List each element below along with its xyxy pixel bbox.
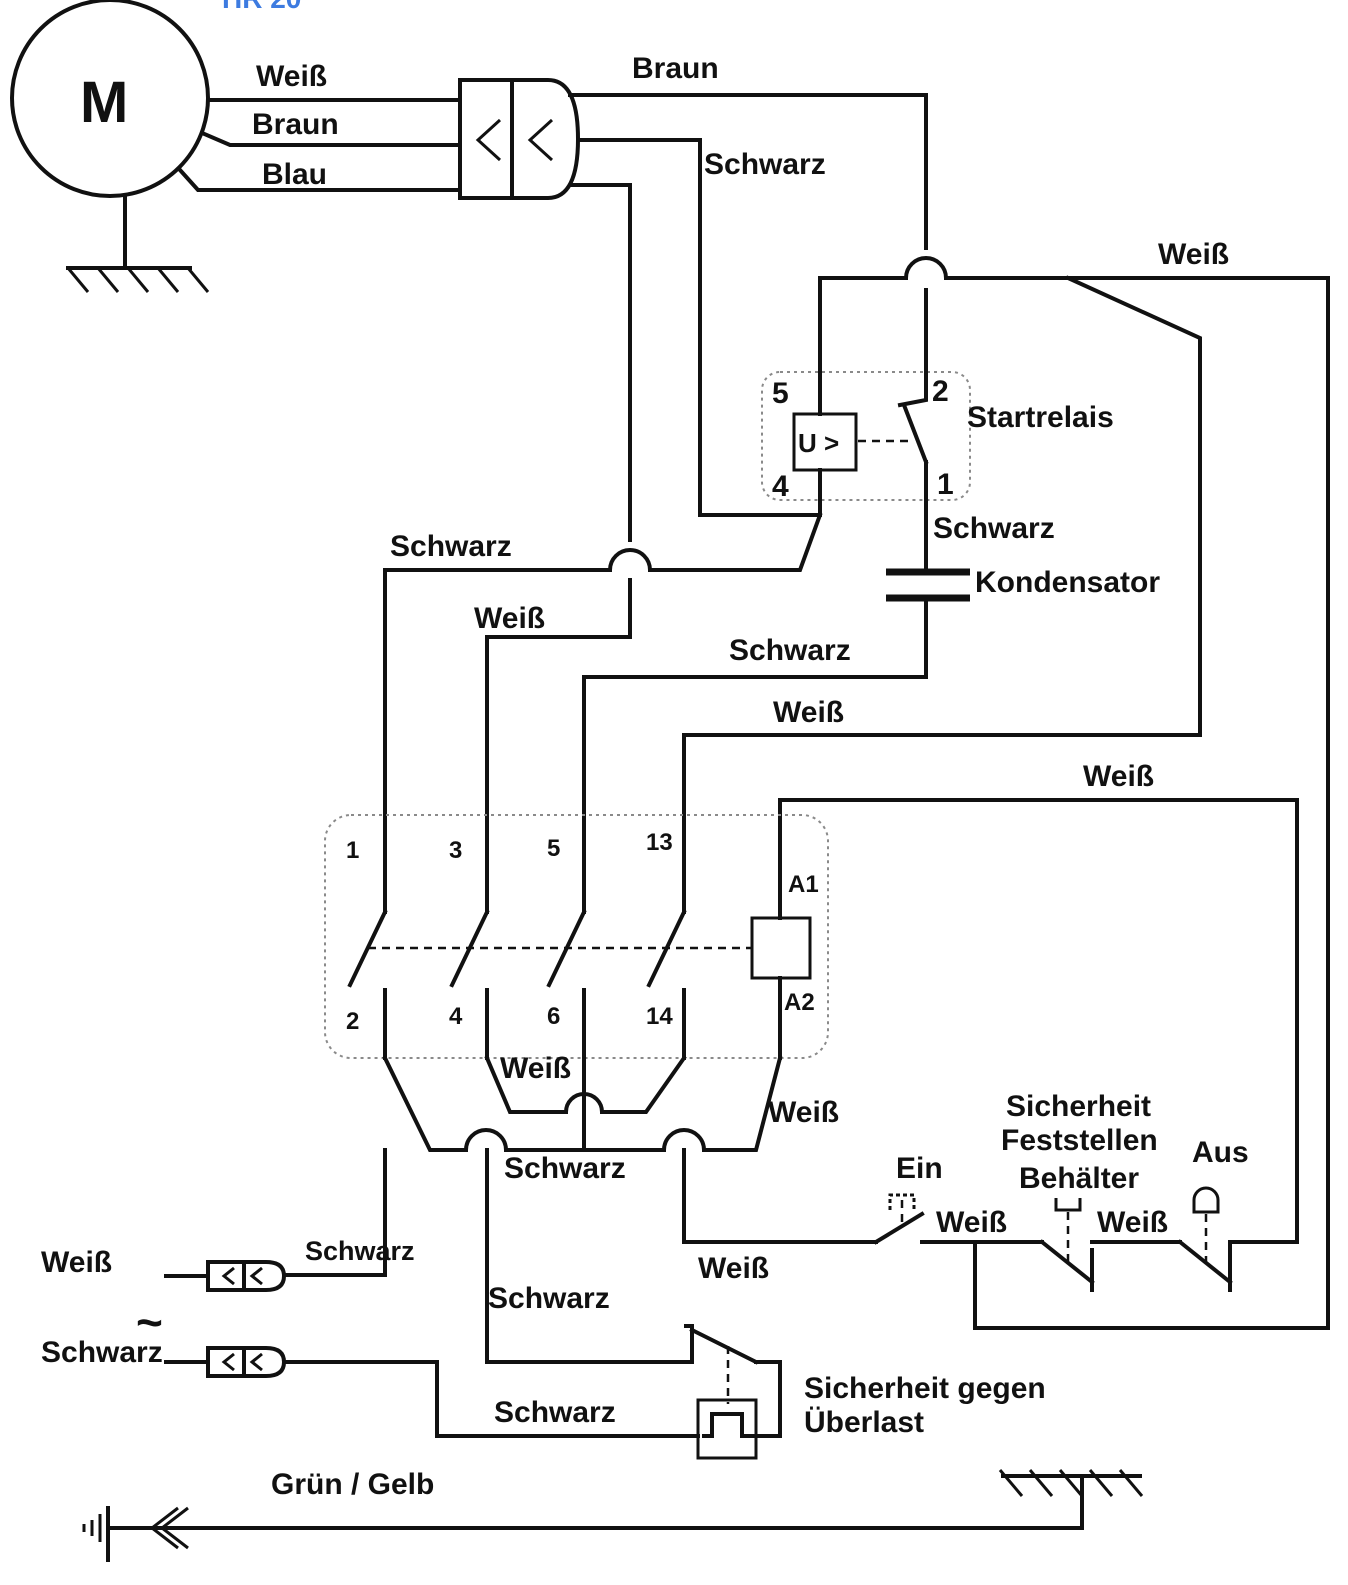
contactor-coil: [750, 916, 812, 980]
wire-weiss-mid-label: Weiß: [474, 602, 545, 635]
capacitor-label: Kondensator: [975, 566, 1160, 599]
relay-pin-5: 5: [772, 377, 789, 410]
contactor-coil-a2: A2: [784, 989, 815, 1016]
ground-wire-label: Grün / Gelb: [271, 1468, 434, 1501]
wire-schwarz-overload-out-label: Schwarz: [494, 1396, 616, 1429]
motor-plug-connector: [458, 78, 581, 200]
wire-schwarz-cap-label: Schwarz: [729, 634, 851, 667]
contactor-pin-14: 14: [646, 1003, 673, 1030]
wire-braun-top-label: Braun: [632, 52, 719, 85]
motor: M: [10, 0, 462, 293]
contactor-pin-1: 1: [346, 837, 359, 864]
earth-plug-icon: [82, 1506, 189, 1562]
contactor: [324, 814, 829, 1060]
wire-weiss-ein-in-label: Weiß: [698, 1252, 769, 1285]
wire-schwarz-bridge-label: Schwarz: [504, 1152, 626, 1185]
on-switch-button-icon: [888, 1193, 916, 1210]
supply-white-label: Weiß: [41, 1246, 112, 1279]
header-fragment: HR 20: [222, 0, 301, 14]
wire-weiss-ein-out-label: Weiß: [936, 1206, 1007, 1239]
wire-weiss-bottom-bridge-label: Weiß: [500, 1052, 571, 1085]
contactor-pin-2: 2: [346, 1008, 359, 1035]
wire-schwarz-relay-label: Schwarz: [933, 512, 1055, 545]
motor-wire-blue-label: Blau: [262, 158, 327, 191]
off-button-icon: [1192, 1186, 1220, 1214]
wire-schwarz-overload-in-label: Schwarz: [488, 1282, 610, 1315]
on-switch: [873, 1193, 925, 1245]
start-relay: U >: [761, 363, 971, 517]
safety-lock-icon: [1054, 1198, 1082, 1212]
capacitor: [886, 568, 970, 602]
motor-ground-icon: [66, 267, 210, 293]
wire-weiss-a1-label: Weiß: [1083, 760, 1154, 793]
overload-label-line2: Überlast: [804, 1406, 924, 1439]
contactor-coil-a1: A1: [788, 871, 819, 898]
contactor-pin-5: 5: [547, 835, 560, 862]
off-switch: [1177, 1186, 1233, 1292]
wire-schwarz-mid-left-label: Schwarz: [390, 530, 512, 563]
supply-black-label: Schwarz: [41, 1336, 163, 1369]
off-switch-label: Aus: [1192, 1136, 1249, 1169]
contactor-pin-6: 6: [547, 1003, 560, 1030]
contactor-pin-4: 4: [449, 1003, 463, 1030]
supply-plug-1: [206, 1260, 287, 1292]
chassis-ground-icon: [998, 1469, 1144, 1497]
relay-pin-2: 2: [932, 375, 949, 408]
wire-weiss-between-label: Weiß: [1097, 1206, 1168, 1239]
safety-container-switch: [1039, 1198, 1095, 1292]
start-relay-label: Startrelais: [967, 401, 1114, 434]
safety-switch-label-line1: Sicherheit: [1006, 1090, 1151, 1123]
relay-coil-label: U >: [798, 428, 839, 458]
contactor-pin-3: 3: [449, 837, 462, 864]
relay-pin-4: 4: [772, 470, 789, 503]
wire-weiss-a2-label: Weiß: [768, 1096, 839, 1129]
wire-weiss-top-right-label: Weiß: [1158, 238, 1229, 271]
safety-switch-label-line2: Feststellen: [1001, 1124, 1158, 1157]
contactor-pin-13: 13: [646, 829, 673, 856]
motor-wire-white-label: Weiß: [256, 60, 327, 93]
supply-plug-2: [206, 1346, 287, 1378]
safety-switch-label-line3: Behälter: [1019, 1162, 1139, 1195]
wire-schwarz-plug1-label: Schwarz: [305, 1236, 415, 1266]
on-switch-label: Ein: [896, 1152, 943, 1185]
ac-symbol: ~: [136, 1296, 163, 1348]
wire-weiss-contact13-label: Weiß: [773, 696, 844, 729]
overload-label-line1: Sicherheit gegen: [804, 1372, 1046, 1405]
motor-symbol: M: [80, 70, 128, 135]
overload-protector: [684, 1324, 782, 1460]
wire-schwarz-connector-label: Schwarz: [704, 148, 826, 181]
motor-wire-brown-label: Braun: [252, 108, 339, 141]
relay-pin-1: 1: [937, 468, 954, 501]
relay-coil-box: [792, 412, 858, 472]
